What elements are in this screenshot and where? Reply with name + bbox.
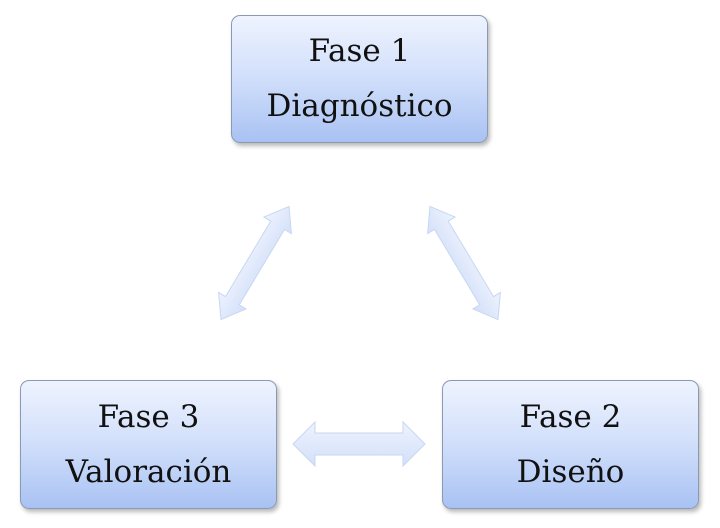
phase-1-box: Fase 1 Diagnóstico (231, 15, 488, 143)
phase-3-title: Fase 3 (97, 398, 200, 435)
double-arrow-phase1-phase3 (218, 205, 292, 321)
phase-2-box: Fase 2 Diseño (442, 380, 699, 509)
double-arrow-phase1-phase2 (427, 205, 501, 321)
double-arrow-phase3-phase2 (292, 420, 426, 468)
phase-3-name: Valoración (65, 453, 232, 490)
phase-1-title: Fase 1 (308, 33, 411, 69)
phase-2-name: Diseño (516, 453, 625, 490)
phase-2-title: Fase 2 (519, 398, 622, 435)
phase-3-box: Fase 3 Valoración (20, 380, 277, 509)
phase-1-name: Diagnóstico (266, 88, 453, 124)
